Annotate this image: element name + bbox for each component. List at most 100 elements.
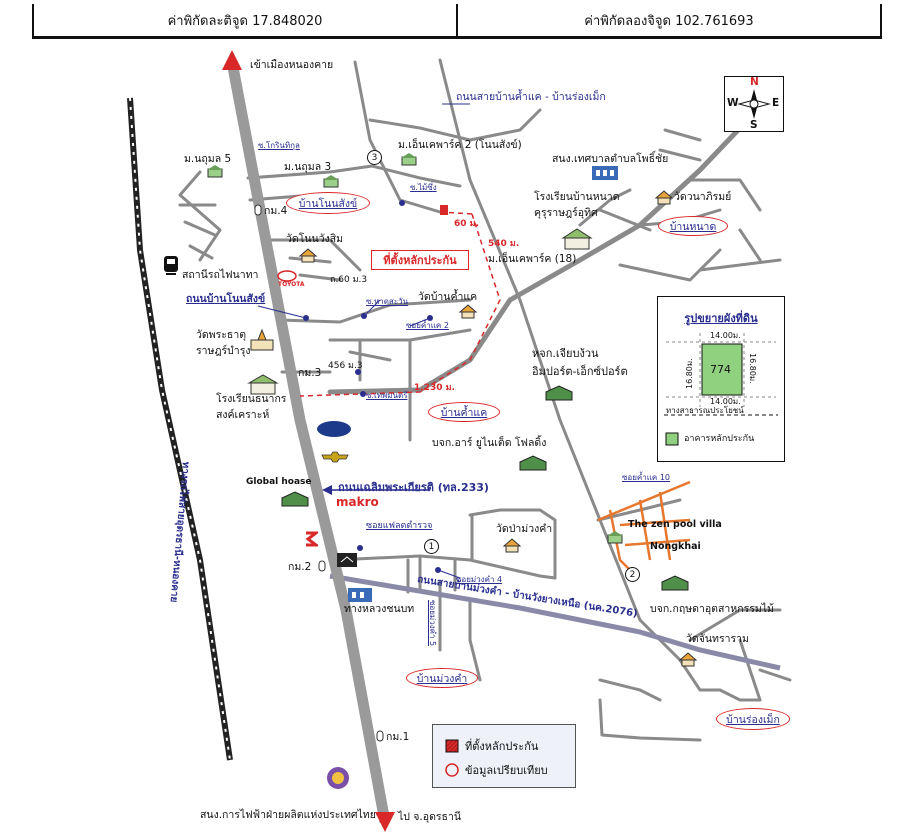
- temple-icon-muang: [502, 538, 522, 553]
- distance-lines: [299, 211, 501, 397]
- egat-seal-icon: [327, 767, 349, 789]
- soi-muang-kham-4-label: ซอยม่วงคำ 4: [456, 575, 503, 584]
- village-muang-kham-label: บ้านม่วงคำ: [416, 672, 468, 685]
- egat-label: สนง.การไฟฟ้าฝ่ายผลิตแห่งประเทศไทย: [200, 809, 376, 821]
- village-muang-kham: บ้านม่วงคำ: [406, 668, 478, 688]
- moo-nc18-label: ม.เอ็นเคพาร์ค (18): [488, 253, 577, 265]
- temple-icon-khamkhae: [458, 304, 478, 319]
- wat-phra-label-2: ราษฎร์บำรุง: [196, 345, 251, 357]
- ford-logo-icon: [317, 421, 351, 437]
- temple-icon-phra: [250, 328, 274, 351]
- wat-wanaphirom-label: วัดวนาภิรมย์: [674, 191, 732, 203]
- makro-logo: makro: [336, 495, 379, 509]
- warehouse-icon-global: [281, 491, 309, 507]
- compass-icon: [737, 89, 771, 119]
- highway-233-label: ถนนเฉลิมพระเกียรติ (ทล.233): [338, 481, 489, 494]
- temple-icon-non: [298, 248, 318, 263]
- compass-w: W: [727, 97, 739, 109]
- station-label: สถานีรถไฟนาทา: [182, 269, 259, 281]
- road-non-sang-label: ถนนบ้านโนนสังข์: [186, 293, 266, 305]
- highways-dept-label: ทางหลวงชนบท: [344, 603, 415, 615]
- village-nad-label: บ้านหนาด: [669, 220, 717, 233]
- school-nonghad-label-1: โรงเรียนบ้านหนาด: [534, 191, 620, 203]
- village-non-sang-label: บ้านโนนสังข์: [298, 197, 358, 210]
- village-nad: บ้านหนาด: [658, 216, 728, 236]
- coordinate-bar: ค่าพิกัดละติจูด 17.848020 ค่าพิกัดลองจิจ…: [32, 4, 882, 39]
- to-udon-label: ไป จ.อุดรธานี: [398, 811, 462, 823]
- legend-subject-label: ที่ตั้งหลักประกัน: [465, 740, 539, 753]
- zen-pool-label-1: The zen pool villa: [628, 519, 722, 530]
- comparable-3-marker: 3: [367, 150, 382, 165]
- moo-nuchul5-label: ม.นถุมล 5: [184, 153, 232, 165]
- house-icon-nc2: [401, 153, 417, 166]
- plot-diagram: [664, 333, 778, 446]
- school-thana-icon: [247, 374, 279, 395]
- soi-muang-kham-5-label: ซอยม่วงคำ 5: [428, 600, 437, 647]
- legend-subject-swatch: [445, 739, 459, 753]
- map-legend: ที่ตั้งหลักประกัน ข้อมูลเปรียบเทียบ: [432, 724, 576, 788]
- comparable-1-marker: 1: [424, 539, 439, 554]
- plot-bottom-width: 14.00ม.: [710, 397, 741, 406]
- pointer-lines: [257, 103, 470, 579]
- road-60-label: ถ.60 ม.3: [330, 275, 368, 285]
- legend-subject-row: ที่ตั้งหลักประกัน: [445, 737, 538, 755]
- longitude-cell: ค่าพิกัดลองจิจูด 102.761693: [456, 4, 880, 36]
- school-thana-label-2: สงค์เคราะห์: [216, 409, 270, 421]
- compass-s: S: [750, 119, 758, 131]
- mazda-logo-icon: [337, 553, 357, 567]
- soi-korin-label: ซ.โกรินทิกุล: [258, 141, 300, 150]
- wat-chantararam-label: วัดจันทราราม: [686, 633, 749, 645]
- highway-2076: [329, 573, 781, 671]
- plot-top-width: 14.00ม.: [710, 331, 741, 340]
- compass-e: E: [772, 97, 780, 109]
- school-nonghad-icon: [561, 228, 593, 250]
- soi-mai-sueng-label: ซ.ไม้ซึ่ง: [410, 183, 437, 192]
- main-highway-233: [222, 50, 395, 832]
- plot-lot-number: 774: [710, 363, 731, 376]
- suzuki-logo-icon: [305, 531, 318, 547]
- moo-nc2-label: ม.เอ็นเคพาร์ค 2 (โนนสังข์): [398, 139, 522, 151]
- soi-kham-khae-2-label: ซอยค้ำแค 2: [406, 321, 449, 330]
- km-post-icon-2: [318, 560, 326, 572]
- legend-comparable-circle-icon: [445, 763, 459, 777]
- temple-icon-nad: [654, 190, 674, 205]
- municipality-building-icon: [592, 166, 618, 180]
- plot-road-label: ทางสาธารณประโยชน์: [666, 406, 744, 415]
- village-rong-mek-label: บ้านร่องเม็ก: [726, 713, 780, 726]
- warehouse-icon-jiap: [545, 385, 573, 401]
- plot-legend-label: อาคารหลักประกัน: [684, 434, 755, 444]
- km1-label: กม.1: [386, 731, 410, 743]
- compass-n: N: [750, 76, 759, 88]
- village-non-sang: บ้านโนนสังข์: [286, 192, 370, 214]
- compass-rose: N S W E: [724, 76, 784, 132]
- road-456-label: 456 ม.3: [328, 361, 363, 371]
- plot-left-height: 16.80ม.: [685, 358, 694, 389]
- school-thana-label-1: โรงเรียนธนากร: [216, 393, 287, 405]
- chevrolet-logo-icon: [321, 451, 349, 463]
- plot-enlargement-box: รูปขยายผังที่ดิน 14.00ม. 14.00ม. 16.80ม.…: [657, 296, 785, 462]
- km2-label: กม.2: [288, 561, 312, 573]
- wat-phra-label-1: วัดพระธาตุ: [196, 329, 247, 341]
- wat-pa-muang-label: วัดป่าม่วงคำ: [496, 523, 553, 535]
- legend-comparable-label: ข้อมูลเปรียบเทียบ: [465, 764, 548, 777]
- ar-united-label: บจก.อาร์ ยูไนเต็ด โฟลดิ้ง: [432, 437, 547, 449]
- wat-non-wangsim-label: วัดโนนวังสิม: [286, 233, 344, 245]
- village-khamkhae: บ้านค้ำแค: [428, 402, 500, 422]
- road-khamkhae-rongmek-label: ถนนสายบ้านค้ำแค - บ้านร่องเม็ก: [456, 91, 606, 103]
- village-khamkhae-label: บ้านค้ำแค: [440, 406, 488, 419]
- comparable-2-marker: 2: [625, 567, 640, 582]
- house-icon-nuchul3: [323, 175, 339, 188]
- krit-label: บจก.กฤษดาอุตสาหกรรมไม้: [650, 603, 774, 615]
- zen-pool-label-2: Nongkhai: [650, 541, 701, 552]
- plot-title: รูปขยายผังที่ดิน: [684, 312, 758, 325]
- warehouse-icon-ar: [519, 455, 547, 471]
- latitude-cell: ค่าพิกัดละติจูด 17.848020: [167, 13, 323, 29]
- rail-line: [127, 97, 233, 761]
- plot-right-height: 16.80ม.: [748, 353, 757, 384]
- warehouse-icon-krit: [661, 575, 689, 591]
- jiap-label-1: หจก.เจียบง้วน: [532, 347, 599, 360]
- school-nonghad-label-2: คุรุราษฎร์อุทิศ: [534, 207, 598, 219]
- soi-hat-sawan-label: ซ.หาดสะวัน: [366, 297, 409, 306]
- highways-building-icon: [348, 588, 372, 602]
